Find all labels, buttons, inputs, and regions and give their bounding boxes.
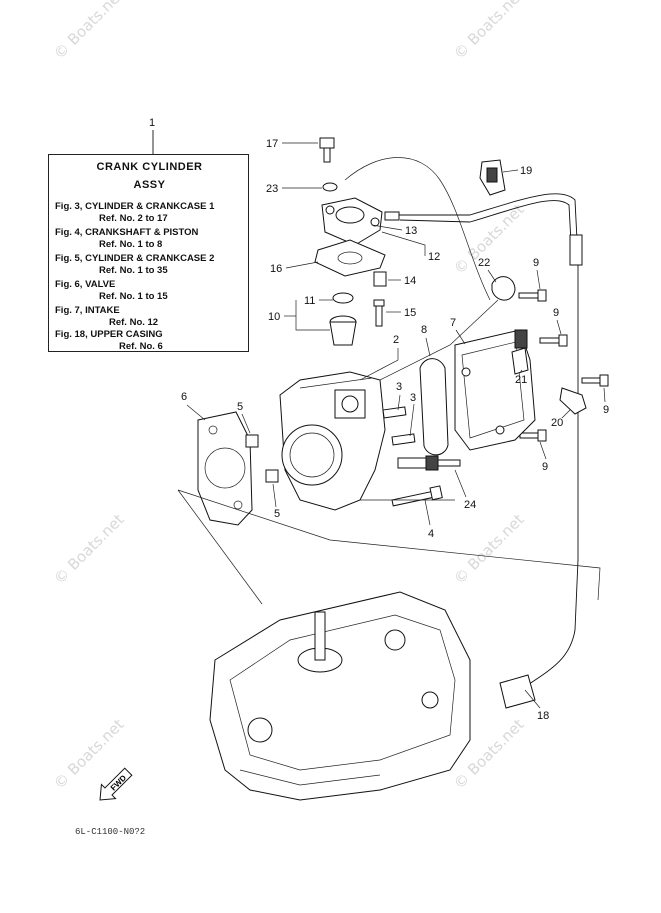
cylinder-body [279,371,386,511]
clip-19 [479,159,506,196]
callout-3a: 3 [396,381,402,393]
head-cover-7 [454,329,536,451]
legend-fig: Fig. 5, CYLINDER & CRANKCASE 2 [55,253,215,264]
guide-line [177,489,601,601]
collar-14 [373,271,387,287]
callout-9c: 9 [603,404,609,416]
watermark: © Boats.net [450,0,528,63]
legend-ref: Ref. No. 1 to 35 [99,265,168,276]
legend-title-line1: CRANK CYLINDER [96,161,203,173]
callout-12: 12 [428,251,440,263]
callout-21: 21 [515,374,527,386]
throttle-cable [344,157,491,301]
fwd-arrow: FWD [99,767,133,801]
hose-edge [399,200,573,263]
callout-11: 11 [304,295,315,307]
callout-1: 1 [149,117,155,129]
callouts: 17 23 19 13 12 16 22 9 14 11 15 10 9 7 8… [181,138,609,722]
thermostat-10 [329,315,357,346]
dowel-5b [265,469,279,483]
bolt-9b [539,334,568,347]
thermostat-cover [321,197,400,246]
legend-title-line2: ASSY [133,179,166,191]
callout-9a: 9 [533,257,539,269]
cable-end [499,674,536,709]
callout-18: 18 [537,710,549,722]
washer-23 [322,182,338,192]
callout-23: 23 [266,183,278,195]
bolt-4 [391,485,443,507]
gasket-8 [419,358,449,456]
legend-fig: Fig. 3, CYLINDER & CRANKCASE 1 [55,201,215,212]
legend-fig: Fig. 18, UPPER CASING [55,329,163,340]
callout-9b: 9 [553,307,559,319]
watermark: © Boats.net [450,510,528,588]
callout-2: 2 [393,334,399,346]
callout-19: 19 [520,165,532,177]
hose-sleeve [569,234,583,266]
dowel-3a [382,406,407,419]
legend-fig: Fig. 4, CRANKSHAFT & PISTON [55,227,199,238]
bolt-17 [319,137,335,163]
watermark: © Boats.net [50,0,128,63]
legend-ref: Ref. No. 1 to 8 [99,239,163,250]
gasket-16 [314,239,386,277]
clamp-22 [491,276,516,301]
crankcase [209,591,471,801]
callout-9d: 9 [542,461,548,473]
callout-24: 24 [464,499,476,511]
callout-17: 17 [266,138,278,150]
gasket-6 [197,411,253,526]
legend-ref: Ref. No. 1 to 15 [99,291,168,302]
callout-5a: 5 [237,401,243,413]
callout-5b: 5 [274,508,280,520]
callout-13: 13 [405,225,417,237]
bolt-9a [518,289,547,302]
spark-plug-24 [397,455,461,471]
callout-20: 20 [551,417,563,429]
dowel-5a [245,434,259,448]
callout-22: 22 [478,257,490,269]
legend-fig: Fig. 7, INTAKE [55,305,120,316]
callout-14: 14 [404,275,416,287]
dowel-3b [391,433,416,446]
callout-7: 7 [450,317,456,329]
legend-ref: Ref. No. 2 to 17 [99,213,168,224]
clip-21 [511,347,529,375]
callout-4: 4 [428,528,434,540]
bolt-9c [581,374,609,387]
legend-ref: Ref. No. 6 [119,341,163,352]
diagram-code: 6L-C1100-N0?2 [75,827,145,837]
callout-3b: 3 [410,392,416,404]
bolt-15 [373,299,385,327]
callout-15: 15 [404,307,416,319]
watermark: © Boats.net [50,510,128,588]
callout-6: 6 [181,391,187,403]
hose [398,193,579,691]
clamp-20 [559,387,587,415]
callout-16: 16 [270,263,282,275]
legend-fig: Fig. 6, VALVE [55,279,116,290]
assembly-legend-box: CRANK CYLINDER ASSY Fig. 3, CYLINDER & C… [48,154,249,352]
seal-11 [332,292,354,304]
legend-ref: Ref. No. 12 [109,317,159,328]
guide-line [177,489,263,605]
callout-10: 10 [268,311,280,323]
guide-line [379,299,499,381]
callout-8: 8 [421,324,427,336]
